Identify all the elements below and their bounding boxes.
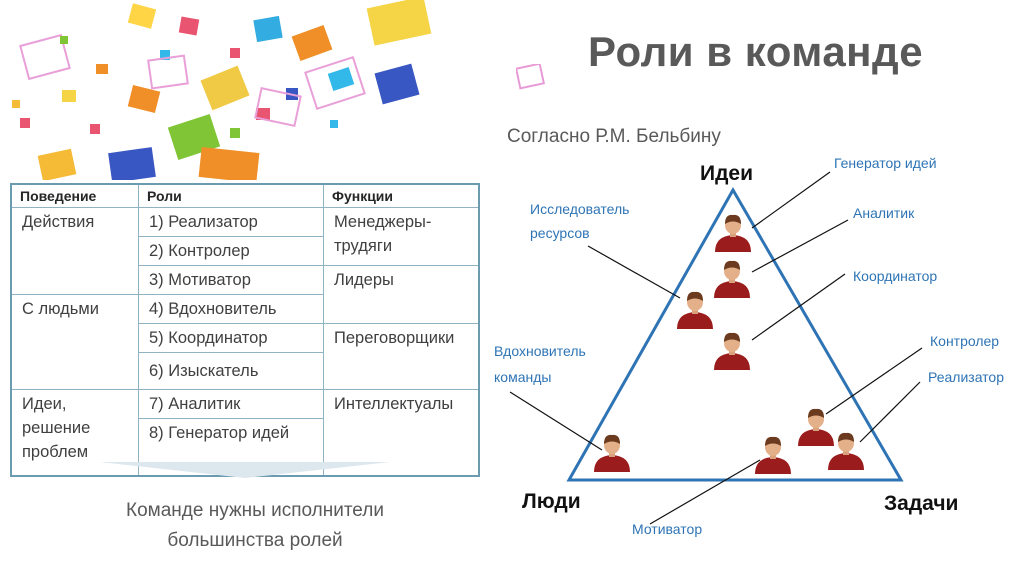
behavior-ideas-line1: Идеи, — [22, 395, 67, 413]
function-negotiators: Переговорщики — [334, 329, 455, 347]
label-controller: Контролер — [930, 333, 999, 349]
slide-title: Роли в команде — [588, 28, 924, 75]
table-row: Идеи, решение проблем 7) Аналитик Интелл… — [10, 389, 480, 477]
behavior-cell: Действия — [10, 207, 139, 295]
label-generator: Генератор идей — [834, 155, 937, 171]
belbin-triangle-diagram: Идеи Люди Задачи Генератор идей Исследов… — [494, 155, 1004, 537]
role-cell: 4) Вдохновитель — [138, 294, 324, 324]
person-icon — [714, 260, 750, 298]
header-roles: Роли — [138, 183, 324, 208]
function-cell: Переговорщики — [323, 323, 480, 390]
behavior-cell: С людьми — [10, 294, 139, 390]
table-row: Действия 1) Реализатор Менеджеры- трудяг… — [10, 207, 480, 295]
person-icon — [594, 434, 630, 472]
behavior-ideas-line2: решение — [22, 419, 91, 437]
table-row: 5) Координатор Переговорщики — [11, 323, 480, 390]
slide-subtitle: Согласно Р.М. Бельбину — [507, 126, 721, 147]
function-leaders: Лидеры — [334, 271, 394, 289]
role-cell: 6) Изыскатель — [138, 352, 324, 390]
table-row: 3) Мотиватор Лидеры — [11, 265, 480, 324]
label-researcher-line2: ресурсов — [530, 225, 590, 241]
behavior-cell: Идеи, решение проблем — [10, 389, 139, 477]
label-coordinator: Координатор — [853, 268, 937, 284]
label-inspirer-line1: Вдохновитель — [494, 343, 586, 359]
note-line1: Команде нужны исполнители — [126, 500, 384, 521]
table-row: 6) Изыскатель — [11, 352, 479, 390]
triangle-shape — [566, 186, 904, 482]
person-icon — [798, 408, 834, 446]
function-managers-line2: трудяги — [334, 237, 393, 255]
slide-note: Команде нужны исполнители большинства ро… — [60, 496, 450, 556]
label-analyst: Аналитик — [853, 205, 915, 221]
roles-table: Поведение Роли Функции Действия 1) Реали… — [10, 183, 480, 477]
role-cell: 2) Контролер — [138, 236, 324, 266]
header-functions: Функции — [323, 183, 480, 208]
label-motivator: Мотиватор — [632, 521, 702, 537]
decorative-cubes — [12, 0, 432, 180]
behavior-people: С людьми — [22, 300, 99, 318]
behavior-ideas-line3: проблем — [22, 443, 89, 461]
person-icon — [677, 291, 713, 329]
function-managers-line1: Менеджеры- — [334, 213, 432, 231]
label-implementer: Реализатор — [928, 369, 1004, 385]
role-cell: 3) Мотиватор — [138, 265, 324, 295]
table-shadow — [100, 462, 390, 478]
note-line2: большинства ролей — [167, 530, 343, 551]
header-behavior: Поведение — [10, 183, 139, 208]
role-cell: 1) Реализатор — [138, 207, 324, 237]
table-row: С людьми 4) Вдохновитель — [10, 294, 479, 390]
corner-people: Люди — [522, 490, 581, 513]
function-cell: Менеджеры- трудяги — [323, 207, 480, 266]
function-cell: Лидеры — [323, 265, 480, 324]
corner-ideas: Идеи — [700, 162, 753, 185]
role-cell: 7) Аналитик — [138, 389, 324, 419]
behavior-actions: Действия — [22, 213, 95, 231]
person-icon — [755, 436, 791, 474]
function-cell: Интеллектуалы — [323, 389, 480, 477]
label-inspirer-line2: команды — [494, 369, 551, 385]
table-header-row: Поведение Роли Функции — [10, 183, 480, 208]
person-icon — [715, 214, 751, 252]
person-icon — [714, 332, 750, 370]
function-intellectuals: Интеллектуалы — [334, 395, 454, 413]
corner-tasks: Задачи — [884, 492, 958, 515]
decorative-square — [516, 64, 546, 90]
label-researcher-line1: Исследователь — [530, 201, 629, 217]
person-icon — [828, 432, 864, 470]
role-cell: 5) Координатор — [138, 323, 324, 353]
